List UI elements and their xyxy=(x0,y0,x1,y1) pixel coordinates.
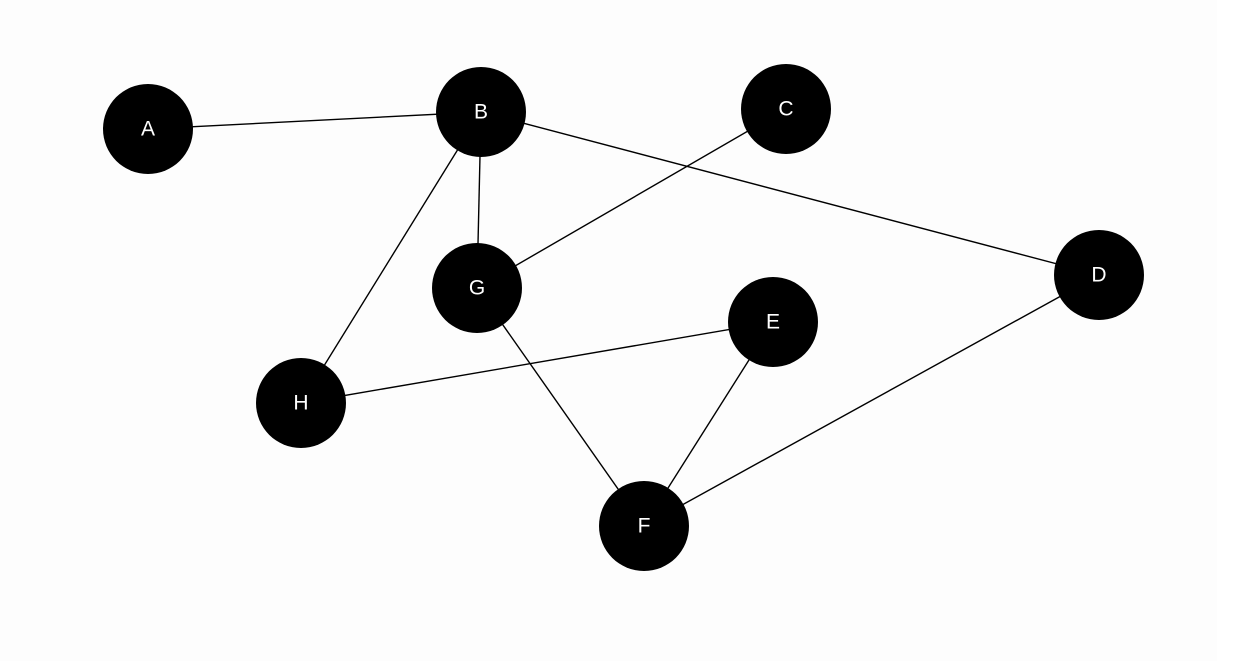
edge-H-E xyxy=(300,321,774,404)
node-circle-H[interactable] xyxy=(256,358,346,448)
edge-C-G xyxy=(476,108,787,289)
node-B[interactable]: B xyxy=(436,67,526,157)
edge-B-H xyxy=(300,111,482,404)
node-circle-C[interactable] xyxy=(741,64,831,154)
edge-F-D xyxy=(643,274,1100,527)
node-F[interactable]: F xyxy=(599,481,689,571)
node-A[interactable]: A xyxy=(103,84,193,174)
node-circle-D[interactable] xyxy=(1054,230,1144,320)
edge-B-D xyxy=(480,111,1100,276)
right-margin xyxy=(1217,0,1235,661)
node-circle-F[interactable] xyxy=(599,481,689,571)
node-C[interactable]: C xyxy=(741,64,831,154)
edges-layer xyxy=(147,108,1100,527)
nodes-layer: A B C D E F GH xyxy=(103,64,1144,571)
node-circle-A[interactable] xyxy=(103,84,193,174)
node-circle-E[interactable] xyxy=(728,277,818,367)
node-D[interactable]: D xyxy=(1054,230,1144,320)
edge-G-F xyxy=(476,287,645,527)
node-circle-G[interactable] xyxy=(432,243,522,333)
node-G[interactable]: G xyxy=(432,243,522,333)
node-H[interactable]: H xyxy=(256,358,346,448)
edge-A-B xyxy=(147,111,482,130)
node-E[interactable]: E xyxy=(728,277,818,367)
node-circle-B[interactable] xyxy=(436,67,526,157)
